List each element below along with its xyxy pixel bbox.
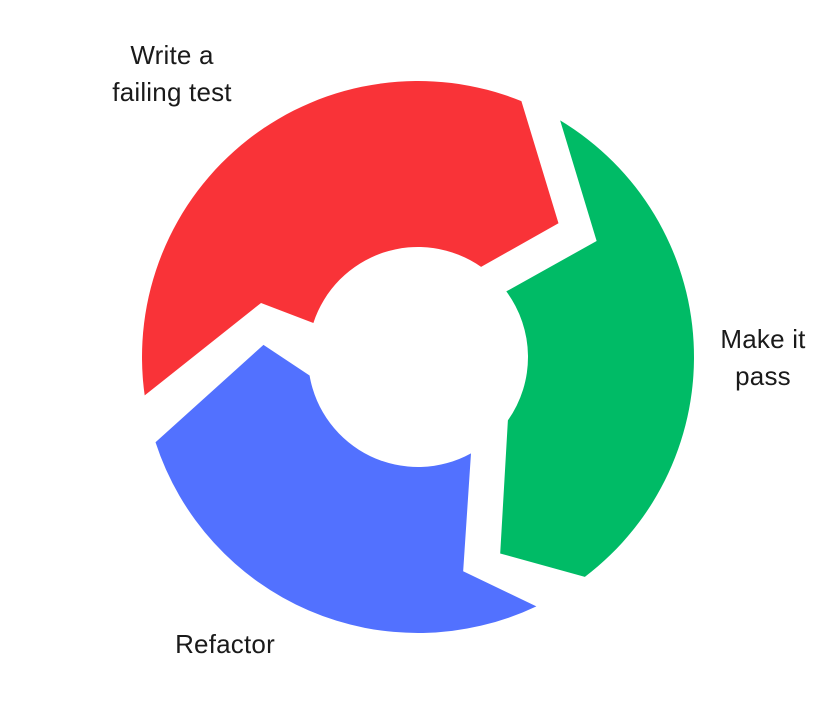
label-line: Refactor bbox=[175, 629, 275, 659]
label-refactor: Refactor bbox=[125, 626, 325, 663]
segment-refactor-arrow bbox=[155, 344, 537, 634]
label-line: Make it bbox=[720, 324, 806, 354]
label-line: failing test bbox=[112, 77, 232, 107]
segment-write-failing-test-arrow bbox=[142, 81, 559, 396]
label-make-it-pass: Make it pass bbox=[683, 321, 830, 395]
label-write-failing-test: Write a failing test bbox=[52, 37, 292, 111]
label-line: pass bbox=[735, 361, 791, 391]
label-line: Write a bbox=[130, 40, 214, 70]
segment-make-it-pass-arrow bbox=[500, 120, 694, 577]
